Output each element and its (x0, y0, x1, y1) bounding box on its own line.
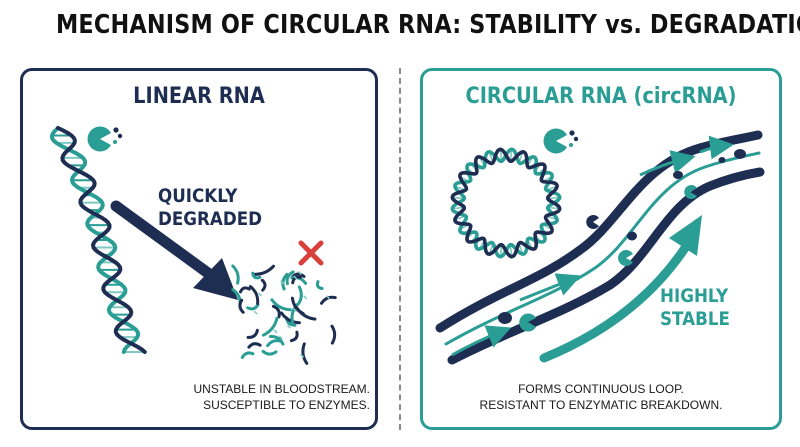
vessel-particles (498, 149, 746, 332)
highly-stable-label: HIGHLY STABLE (660, 285, 730, 331)
highly-stable-line-2: STABLE (660, 308, 730, 330)
circular-caption-line-1: FORMS CONTINUOUS LOOP. (518, 382, 684, 396)
degradation-arrow (110, 200, 238, 300)
degraded-fragments-icon (231, 264, 337, 365)
linear-caption-line-1: UNSTABLE IN BLOODSTREAM. (193, 382, 370, 396)
red-x-icon (298, 240, 324, 266)
enzyme-pacman-icon-right (543, 128, 579, 154)
highly-stable-line-1: HIGHLY (660, 285, 729, 307)
double-helix-icon (49, 126, 147, 354)
linear-rna-panel (20, 68, 378, 430)
quickly-degraded-line-2: DEGRADED (158, 208, 263, 230)
quickly-degraded-label: QUICKLY DEGRADED (158, 185, 262, 231)
linear-rna-title: LINEAR RNA (133, 84, 265, 109)
linear-rna-caption: UNSTABLE IN BLOODSTREAM. SUSCEPTIBLE TO … (170, 381, 370, 413)
panel-divider (399, 68, 401, 430)
circular-rna-caption: FORMS CONTINUOUS LOOP. RESISTANT TO ENZY… (420, 381, 782, 413)
stability-arrow (539, 215, 702, 363)
circular-rna-panel (420, 68, 782, 430)
circular-caption-line-2: RESISTANT TO ENZYMATIC BREAKDOWN. (479, 398, 723, 412)
enzyme-pacman-icon (87, 126, 123, 152)
circular-rna-icon (450, 147, 562, 259)
flow-arrows (451, 135, 734, 357)
linear-caption-line-2: SUSCEPTIBLE TO ENZYMES. (203, 398, 370, 412)
page-title: MECHANISM OF CIRCULAR RNA: STABILITY vs.… (56, 10, 800, 40)
quickly-degraded-line-1: QUICKLY (158, 185, 238, 207)
circular-rna-title: CIRCULAR RNA (circRNA) (465, 84, 737, 109)
